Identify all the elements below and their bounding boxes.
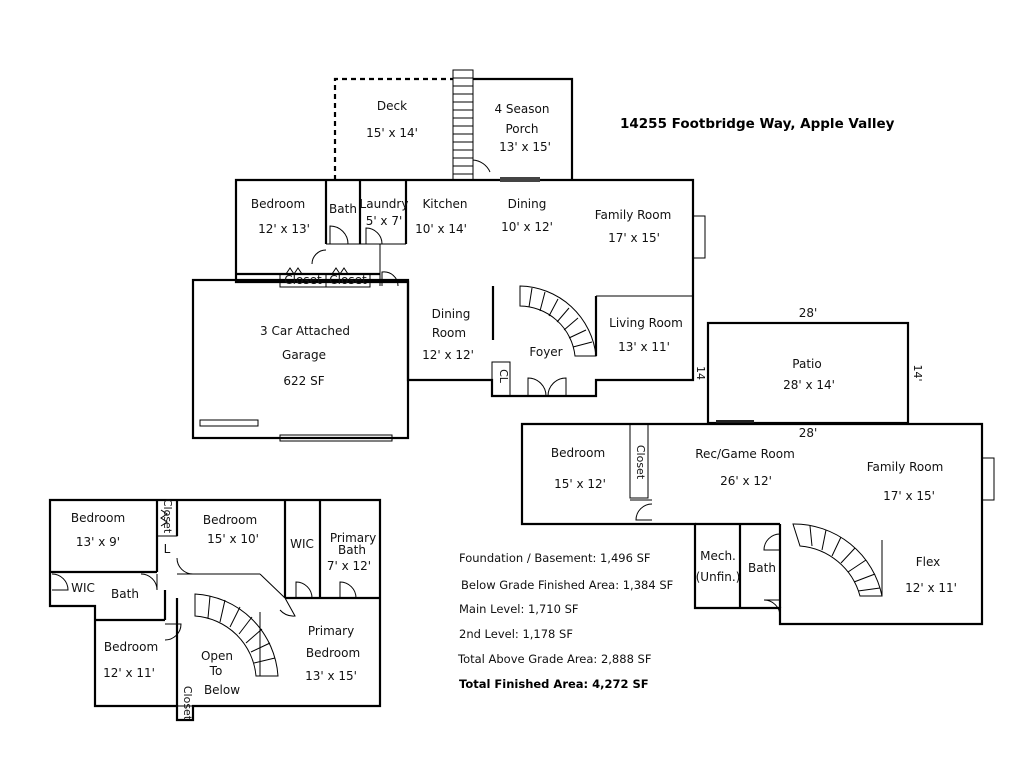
porch-size: 13' x 15': [499, 140, 551, 154]
primary-bath-size: 7' x 12': [327, 559, 371, 573]
foyer-label: Foyer: [529, 345, 562, 359]
garage-area: 622 SF: [283, 374, 324, 388]
flex-size: 12' x 11': [905, 581, 957, 595]
primary-bedroom-label-1: Primary: [308, 624, 354, 638]
upper-bedroom-2-size: 15' x 10': [207, 532, 259, 546]
patio-plan: 28' 14' Patio 28' x 14': [706, 306, 924, 425]
main-curved-stairs: [519, 285, 597, 357]
upper-bedroom-1-label: Bedroom: [71, 511, 125, 525]
deck-size: 15' x 14': [366, 126, 418, 140]
upper-curved-stairs: [194, 593, 279, 677]
rec-room-label: Rec/Game Room: [695, 447, 795, 461]
main-family-room-label: Family Room: [595, 208, 672, 222]
garage-label-1: 3 Car Attached: [260, 324, 350, 338]
kitchen-label: Kitchen: [422, 197, 467, 211]
upper-bedroom-3-size: 12' x 11': [103, 666, 155, 680]
area-summary: Foundation / Basement: 1,496 SF Below Gr…: [457, 551, 673, 691]
lower-closet-label: Closet: [634, 445, 647, 480]
upper-outer-walls: [48, 498, 382, 722]
patio-side-dim: 14': [911, 364, 924, 381]
kitchen-size: 10' x 14': [415, 222, 467, 236]
upper-wic-2-label: WIC: [71, 581, 95, 595]
open-to-below-1: Open: [201, 649, 233, 663]
lower-family-room-size: 17' x 15': [883, 489, 935, 503]
summary-line: Total Above Grade Area: 2,888 SF: [457, 652, 651, 666]
lower-curved-stairs: [792, 523, 883, 597]
porch-walls: [473, 77, 574, 180]
upper-bedroom-3-label: Bedroom: [104, 640, 158, 654]
main-bedroom-label: Bedroom: [251, 197, 305, 211]
address-title: 14255 Footbridge Way, Apple Valley: [620, 116, 895, 132]
upper-l-mark: L: [164, 542, 171, 556]
main-family-room-size: 17' x 15': [608, 231, 660, 245]
flex-label: Flex: [916, 555, 941, 569]
primary-bath-label-1: Primary: [330, 531, 376, 545]
upper-closet-2-label: Closet: [181, 686, 194, 721]
patio-label: Patio: [792, 357, 821, 371]
summary-line: Main Level: 1,710 SF: [459, 602, 579, 616]
porch-label-2: Porch: [505, 122, 538, 136]
primary-bath-label-2: Bath: [338, 543, 366, 557]
rec-room-size: 26' x 12': [720, 474, 772, 488]
dining-size: 10' x 12': [501, 220, 553, 234]
dining-room-size: 12' x 12': [422, 348, 474, 362]
deck-stair-treads: [453, 77, 473, 175]
deck-label: Deck: [377, 99, 407, 113]
main-bath-label: Bath: [329, 202, 357, 216]
deck-outline: [333, 77, 453, 180]
main-closet-1-label: Closet: [284, 273, 322, 287]
main-14-label: 14: [694, 366, 707, 380]
lower-bedroom-size: 15' x 12': [554, 477, 606, 491]
primary-bedroom-size: 13' x 15': [305, 669, 357, 683]
living-room-label: Living Room: [609, 316, 683, 330]
porch-label-1: 4 Season: [494, 102, 549, 116]
mech-label-2: (Unfin.): [696, 570, 741, 584]
summary-line-total: Total Finished Area: 4,272 SF: [459, 677, 649, 691]
patio-size: 28' x 14': [783, 378, 835, 392]
lower-bedroom-label: Bedroom: [551, 446, 605, 460]
laundry-size: 5' x 7': [366, 214, 403, 228]
main-bedroom-size: 12' x 13': [258, 222, 310, 236]
summary-line: 2nd Level: 1,178 SF: [459, 627, 573, 641]
open-to-below-2: To: [209, 664, 223, 678]
garage-walls: [191, 278, 410, 440]
mech-label-1: Mech.: [700, 549, 736, 563]
porch-door: [472, 159, 491, 180]
fireplace: [692, 215, 706, 259]
upper-closet-1-label: Closet: [161, 499, 174, 534]
garage-label-2: Garage: [282, 348, 326, 362]
living-room-size: 13' x 11': [618, 340, 670, 354]
dining-label: Dining: [508, 197, 547, 211]
upper-wic-1-label: WIC: [290, 537, 314, 551]
lower-bath-label: Bath: [748, 561, 776, 575]
patio-top-dim: 28': [799, 306, 818, 320]
upper-bath-label: Bath: [111, 587, 139, 601]
upper-bedroom-2-label: Bedroom: [203, 513, 257, 527]
patio-outline: [706, 321, 910, 425]
upper-level-plan: Bedroom 13' x 9' Closet Bedroom 15' x 10…: [48, 498, 382, 722]
patio-slider: [500, 177, 540, 182]
open-to-below-3: Below: [204, 683, 240, 697]
summary-line: Foundation / Basement: 1,496 SF: [459, 551, 650, 565]
lower-level-plan: 28' Bedroom 15' x 12' Closet Rec/Game Ro…: [520, 422, 995, 626]
dining-room-label-1: Dining: [432, 307, 471, 321]
upper-bedroom-1-size: 13' x 9': [76, 535, 120, 549]
cl-label: CL: [497, 369, 510, 384]
summary-line: Below Grade Finished Area: 1,384 SF: [461, 578, 673, 592]
lower-top-dim: 28': [799, 426, 818, 440]
dining-room-label-2: Room: [432, 326, 466, 340]
main-level-plan: Deck 15' x 14' 4 Season Porch 13' x 15' …: [191, 69, 707, 442]
lower-family-room-label: Family Room: [867, 460, 944, 474]
primary-bedroom-label-2: Bedroom: [306, 646, 360, 660]
laundry-label: Laundry: [360, 197, 409, 211]
main-closet-2-label: Closet: [329, 273, 367, 287]
